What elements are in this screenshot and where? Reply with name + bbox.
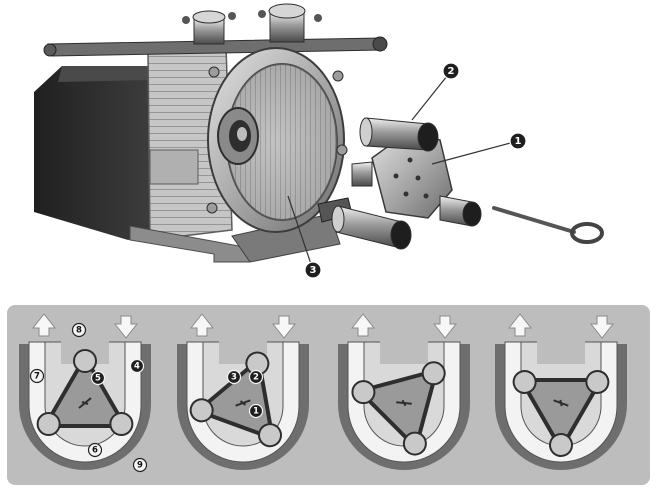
- stage-callout-8: 8: [71, 322, 87, 338]
- rotor-roller: [36, 412, 61, 436]
- callout-number: 2: [448, 66, 455, 77]
- hose-gap: [537, 334, 585, 364]
- rotor-roller: [189, 398, 214, 423]
- rotor-roller: [585, 370, 610, 394]
- port-tube-side: [351, 161, 482, 227]
- rotor: [351, 361, 446, 456]
- rotor: [512, 370, 610, 457]
- photo-callouts: 1 2 3: [287, 62, 527, 279]
- top-fittings: [182, 3, 322, 45]
- rotor-face: [48, 361, 122, 424]
- rotor-roller: [351, 380, 376, 405]
- rotor-roller: [402, 431, 427, 456]
- stage-callout-4: 4: [129, 358, 145, 374]
- callout-marker: [132, 457, 148, 473]
- callout-number: 1: [515, 136, 522, 147]
- rotor-roller: [548, 432, 573, 457]
- callout-number: 9: [137, 461, 143, 471]
- rotor-face: [524, 381, 598, 446]
- callout-marker: [90, 370, 106, 386]
- suction-arrow-icon: [432, 315, 458, 339]
- stage-callout-3: 3: [226, 369, 242, 385]
- rotor-roller: [73, 349, 97, 373]
- callout-marker: [226, 369, 242, 385]
- stage-2: 1 2 3: [177, 313, 309, 470]
- rotor-key: [553, 399, 569, 407]
- callout-number: 2: [253, 373, 259, 383]
- callout-marker: [248, 403, 264, 419]
- motor-body: [34, 66, 150, 240]
- photo-callout-1: 1: [431, 132, 527, 165]
- port-tube-lower: [331, 205, 412, 250]
- stage-callout-2: 2: [248, 369, 264, 385]
- callout-marker: [129, 358, 145, 374]
- callout-marker: [509, 132, 527, 150]
- discharge-arrow-icon: [189, 313, 215, 337]
- callout-number: 5: [95, 374, 101, 384]
- rotor-roller: [109, 412, 134, 436]
- stage-diagrams: 4 5 6 7 8 9 1 2 3: [19, 313, 627, 473]
- eye-bolt-tool: [492, 206, 604, 244]
- stage-callout-9: 9: [132, 457, 148, 473]
- callout-marker: [87, 442, 103, 458]
- rotor-roller: [421, 361, 446, 386]
- stage-callout-7: 7: [29, 368, 45, 384]
- rotor-hub: [217, 107, 259, 165]
- callout-leader: [287, 195, 314, 271]
- callout-number: 3: [310, 265, 317, 276]
- rotor-roller: [512, 370, 537, 395]
- discharge-arrow-icon: [31, 313, 57, 337]
- callout-marker: [29, 368, 45, 384]
- rotor: [36, 349, 134, 436]
- port-tube-upper: [359, 117, 439, 152]
- rotor-key: [235, 399, 251, 407]
- stage-4: [495, 313, 627, 470]
- callout-number: 6: [92, 446, 98, 456]
- rotor-key: [78, 397, 92, 409]
- pump-photo: [34, 3, 604, 263]
- suction-arrow-icon: [113, 315, 139, 339]
- callout-marker: [304, 261, 322, 279]
- callout-number: 8: [76, 326, 82, 336]
- callout-number: 1: [253, 407, 259, 417]
- casing-bolts: [206, 66, 348, 214]
- callout-leader: [411, 70, 452, 121]
- stage-callout-6: 6: [87, 442, 103, 458]
- callout-marker: [248, 369, 264, 385]
- suction-arrow-icon: [589, 315, 615, 339]
- rotor-face: [363, 373, 434, 444]
- callout-marker: [71, 322, 87, 338]
- stage-callout-5: 5: [90, 370, 106, 386]
- discharge-arrow-icon: [507, 313, 533, 337]
- suction-arrow-icon: [271, 315, 297, 339]
- stage-panel: [7, 305, 650, 485]
- rotor-roller: [257, 423, 282, 448]
- stage-callout-1: 1: [248, 403, 264, 419]
- discharge-arrow-icon: [350, 313, 376, 337]
- photo-callout-2: 2: [411, 62, 460, 121]
- callout-marker: [442, 62, 460, 80]
- hose-gap: [380, 334, 428, 364]
- callout-number: 4: [134, 362, 140, 372]
- rotor-key: [396, 399, 412, 407]
- stage-1: 4 5 6 7 8 9: [19, 313, 151, 473]
- stage-3: [338, 313, 470, 470]
- callout-leader: [431, 140, 519, 165]
- callout-number: 3: [231, 373, 237, 383]
- callout-number: 7: [34, 372, 40, 382]
- photo-callout-3: 3: [287, 195, 322, 279]
